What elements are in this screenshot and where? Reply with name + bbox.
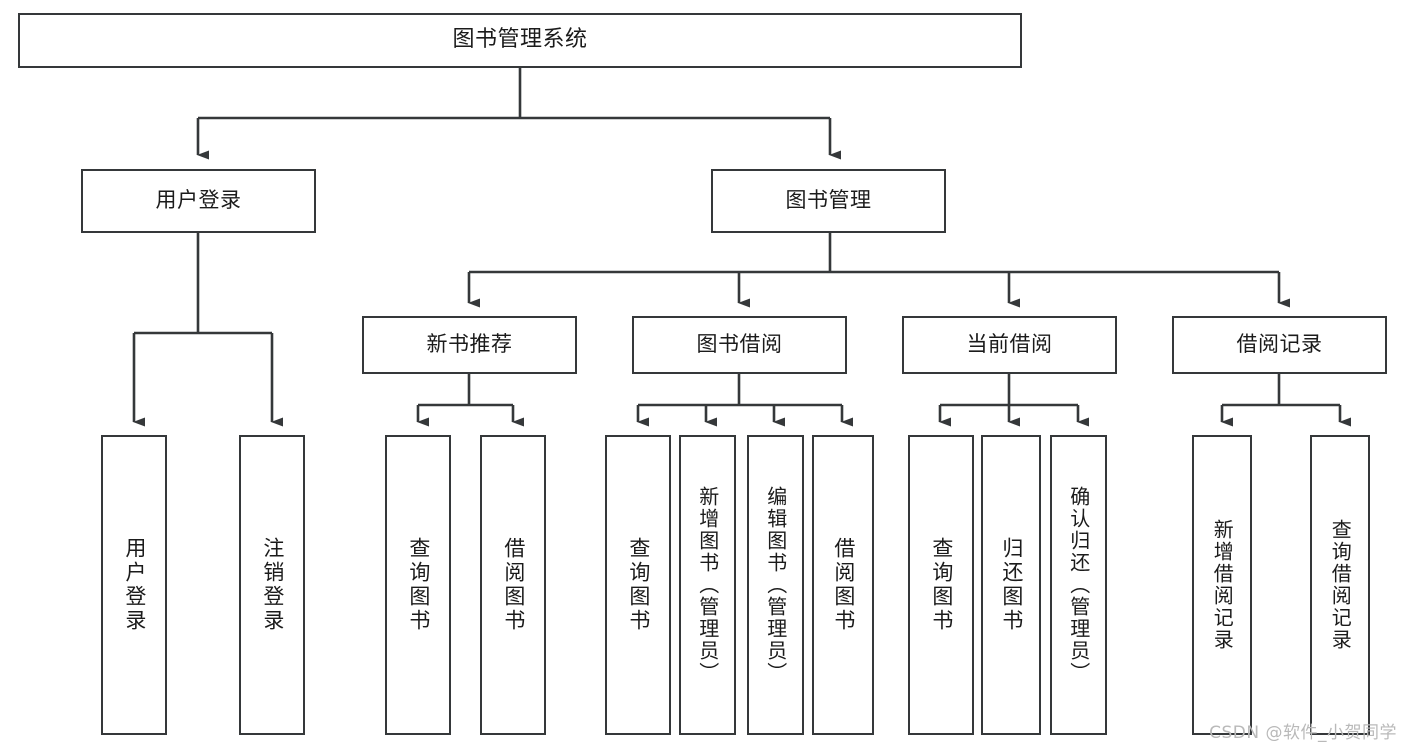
node-leaf-query-book-borrow[interactable]: 查询图书 [605,435,671,735]
node-label: 查询图书 [929,537,954,633]
node-leaf-return-book[interactable]: 归还图书 [981,435,1041,735]
node-label: 查询借阅记录 [1328,519,1353,651]
node-label: 编辑图书（管理员） [763,486,788,684]
node-label: 借阅图书 [501,537,526,633]
node-leaf-borrow-book-recommend[interactable]: 借阅图书 [480,435,546,735]
node-label: 新增借阅记录 [1210,519,1235,651]
node-leaf-logout-login[interactable]: 注销登录 [239,435,305,735]
node-leaf-query-book-recommend[interactable]: 查询图书 [385,435,451,735]
node-label: 确认归还（管理员） [1066,486,1091,684]
node-leaf-confirm-return-admin[interactable]: 确认归还（管理员） [1050,435,1107,735]
node-leaf-add-borrow-record[interactable]: 新增借阅记录 [1192,435,1252,735]
node-leaf-add-book-admin[interactable]: 新增图书（管理员） [679,435,736,735]
node-label: 图书借阅 [696,332,783,357]
node-label: 用户登录 [122,537,147,633]
csdn-watermark: CSDN @软件_小贺同学 [1209,723,1397,743]
node-book-borrowing[interactable]: 图书借阅 [632,316,847,374]
node-leaf-user-login[interactable]: 用户登录 [101,435,167,735]
node-label: 借阅图书 [831,537,856,633]
node-leaf-edit-book-admin[interactable]: 编辑图书（管理员） [747,435,804,735]
node-label: 借阅记录 [1236,332,1323,357]
node-new-book-recommendation[interactable]: 新书推荐 [362,316,577,374]
node-label: 当前借阅 [966,332,1053,357]
node-label: 图书管理 [785,188,872,213]
node-label: 图书管理系统 [452,27,588,53]
node-label: 注销登录 [260,537,285,633]
node-leaf-query-borrow-record[interactable]: 查询借阅记录 [1310,435,1370,735]
node-root-book-management-system[interactable]: 图书管理系统 [18,13,1022,68]
node-label: 查询图书 [406,537,431,633]
node-leaf-query-book-current[interactable]: 查询图书 [908,435,974,735]
node-label: 查询图书 [626,537,651,633]
node-book-management[interactable]: 图书管理 [711,169,946,233]
node-leaf-borrow-book[interactable]: 借阅图书 [812,435,874,735]
node-user-login[interactable]: 用户登录 [81,169,316,233]
node-borrowing-record[interactable]: 借阅记录 [1172,316,1387,374]
node-label: 新书推荐 [426,332,513,357]
node-current-borrowing[interactable]: 当前借阅 [902,316,1117,374]
node-label: 用户登录 [155,188,242,213]
node-label: 归还图书 [999,537,1024,633]
node-label: 新增图书（管理员） [695,486,720,684]
